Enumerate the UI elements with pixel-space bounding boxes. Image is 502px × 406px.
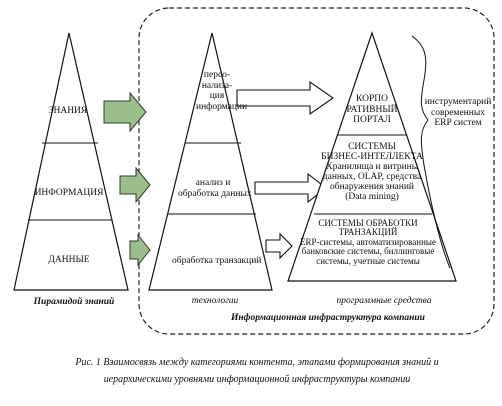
software-pyramid <box>287 31 457 282</box>
tps-line: ERP-системы, автоматизированные <box>300 236 436 247</box>
level-data: ДАННЫЕ <box>48 255 90 265</box>
tps-line: системы, учетные системы <box>316 255 420 266</box>
portal-label: КОРПО РАТИВНЫЙ ПОРТАЛ <box>346 94 398 126</box>
tech-personalization: персо- нализа- ция информации <box>196 70 248 112</box>
bi-label: СИСТЕМЫ БИЗНЕС-ИНТЕЛЛЕКТА Хранилища и ви… <box>318 142 426 202</box>
tech-line: персо- <box>203 70 231 80</box>
right-brace <box>411 35 451 269</box>
annotation-line: ERP систем <box>434 118 482 128</box>
level-information: ИНФОРМАЦИЯ <box>34 188 104 198</box>
bi-line: обнаружения знаний <box>329 182 414 192</box>
arrow-knowledge <box>103 91 147 133</box>
tps-line: банковские системы, биллинговые <box>301 246 435 257</box>
infrastructure-label: Информационная инфраструктура компании <box>231 313 425 323</box>
knowledge-pyramid <box>13 32 129 291</box>
knowledge-pyramid-label: Пирамидой знаний <box>33 297 115 307</box>
bi-line: данных, OLAP, средства <box>322 172 422 182</box>
level-knowledge: ЗНАНИЯ <box>48 106 88 116</box>
annotation-line: инструментарий <box>424 97 492 107</box>
technologies-label: технологии <box>191 296 239 306</box>
arrow-tps <box>265 232 293 260</box>
bi-line: (Data mining) <box>345 192 399 202</box>
bi-line: БИЗНЕС-ИНТЕЛЛЕКТА <box>321 152 423 162</box>
tech-line: информации <box>196 101 248 112</box>
caption-line-1: Рис. 1 Взаимосвязь между категориями кон… <box>75 357 439 368</box>
portal-line: РАТИВНЫЙ <box>346 104 398 115</box>
arrow-portal <box>236 80 334 116</box>
tech-analysis: анализ и обработка данных <box>178 178 252 200</box>
tech-line: нализа- <box>201 80 233 91</box>
tech-line: ция <box>209 91 225 101</box>
portal-line: КОРПО <box>356 94 388 104</box>
arrow-bi <box>254 172 327 204</box>
figure-caption: Рис. 1 Взаимосвязь между категориями кон… <box>22 354 492 388</box>
annotation-line: современных <box>431 107 485 118</box>
bi-line: СИСТЕМЫ <box>348 142 396 152</box>
erp-annotation: инструментарий современных ERP систем <box>418 97 498 129</box>
portal-line: ПОРТАЛ <box>353 115 391 125</box>
tech-transactions: обработка транзакций <box>172 256 262 266</box>
tps-label: СИСТЕМЫ ОБРАБОТКИ ТРАНЗАКЦИЙ ERP-системы… <box>300 218 436 266</box>
arrow-data <box>129 233 151 267</box>
caption-line-2: иерархическими уровнями информационной и… <box>103 374 411 385</box>
tps-line: ТРАНЗАКЦИЙ <box>338 227 398 238</box>
bi-line: Хранилища и витрины <box>325 162 419 172</box>
tech-line: обработка данных <box>178 189 252 199</box>
software-label: программные средства <box>336 296 432 306</box>
technologies-pyramid <box>148 32 273 291</box>
tps-line: СИСТЕМЫ ОБРАБОТКИ <box>318 218 418 228</box>
arrow-information <box>119 166 151 204</box>
tech-line: анализ и <box>195 178 231 188</box>
